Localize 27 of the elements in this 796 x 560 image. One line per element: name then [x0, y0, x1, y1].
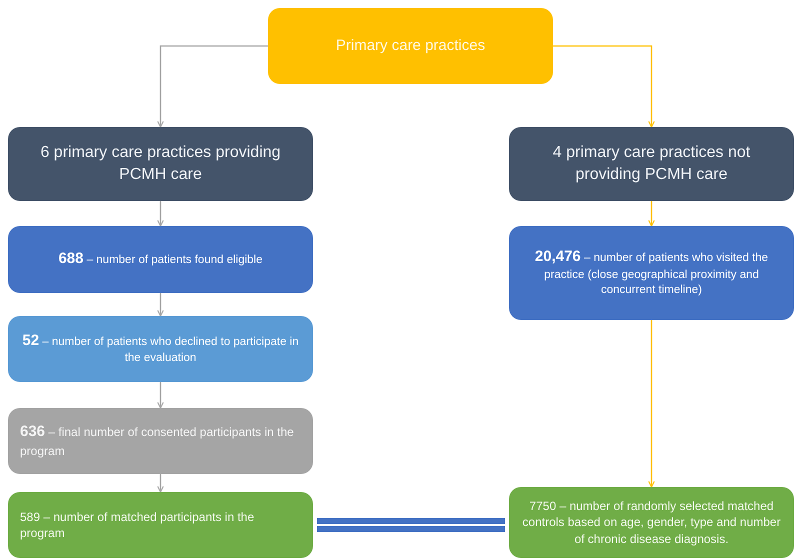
arrow: [157, 474, 164, 493]
box-text: 4 primary care practices not providing PCMH care: [552, 143, 752, 185]
process-box: [509, 487, 794, 558]
arrow: [648, 320, 655, 488]
double-line-connector: [314, 518, 508, 532]
box-text: 20,476 – number of patients who visited the practice (close geographical proximity and concurrent timeline): [534, 246, 770, 298]
process-box: [8, 316, 313, 382]
process-box: [8, 492, 313, 558]
box-text: Primary care practices: [334, 36, 486, 56]
arrow: [648, 201, 655, 227]
arrow: [157, 45, 268, 128]
box-text: 589 – number of matched participants in the program: [20, 508, 256, 542]
arrow: [157, 201, 164, 227]
box-text: 7750 – number of randomly selected matched controls based on age, gender, type and number of chronic disease diagnosis.: [521, 498, 782, 548]
arrow: [157, 293, 164, 317]
box-text: 52 – number of patients who declined to participate in the evaluation: [21, 330, 300, 366]
process-box: [8, 408, 313, 474]
process-box: [268, 8, 553, 84]
process-box: [8, 226, 313, 293]
box-text: 688 – number of patients found eligible: [57, 249, 264, 270]
box-text: 636 – final number of consented participants in the program: [20, 422, 295, 460]
arrow: [553, 45, 655, 128]
arrow: [157, 382, 164, 409]
process-box: [8, 127, 313, 201]
process-box: [509, 127, 794, 201]
process-box: [509, 226, 794, 320]
box-text: 6 primary care practices providing PCMH care: [39, 143, 282, 185]
